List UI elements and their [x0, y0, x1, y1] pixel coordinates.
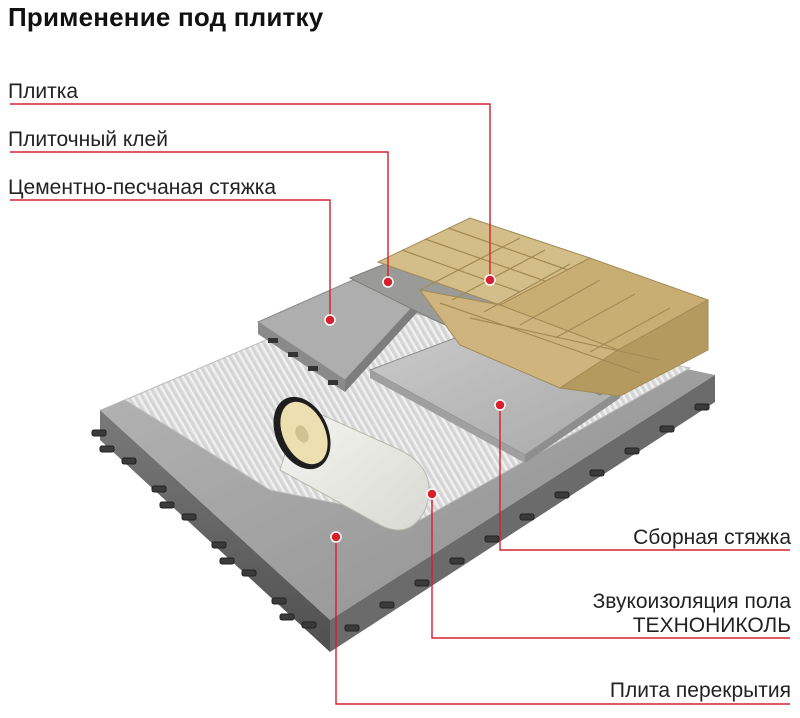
leader-slab — [335, 537, 790, 705]
label-cement-screed: Цементно-песчаная стяжка — [8, 176, 277, 199]
label-sound-insulation-line2: ТЕХНОНИКОЛЬ — [632, 614, 791, 637]
label-prefab-screed: Сборная стяжка — [633, 526, 791, 549]
marker-tile — [484, 274, 496, 286]
leader-lines — [10, 103, 790, 705]
marker-slab — [330, 531, 342, 543]
marker-tile-glue — [382, 276, 394, 288]
leader-sound-insulation — [431, 494, 790, 639]
marker-sound-insulation — [426, 488, 438, 500]
tiles — [376, 217, 710, 397]
leader-prefab-screed — [499, 405, 790, 551]
page-title: Применение под плитку — [8, 2, 324, 32]
marker-prefab-screed — [494, 399, 506, 411]
insulation-roll — [273, 396, 430, 531]
label-tile: Плитка — [8, 80, 79, 103]
marker-dots — [324, 274, 506, 543]
marker-cement-screed — [324, 314, 336, 326]
prefab-screed — [368, 337, 622, 463]
label-tile-glue: Плиточный клей — [8, 128, 168, 151]
leader-cement-screed — [10, 199, 331, 320]
label-slab: Плита перекрытия — [609, 679, 791, 702]
leader-tile — [10, 103, 491, 280]
label-sound-insulation-line1: Звукоизоляция пола — [592, 590, 791, 613]
leader-tile-glue — [10, 151, 389, 282]
